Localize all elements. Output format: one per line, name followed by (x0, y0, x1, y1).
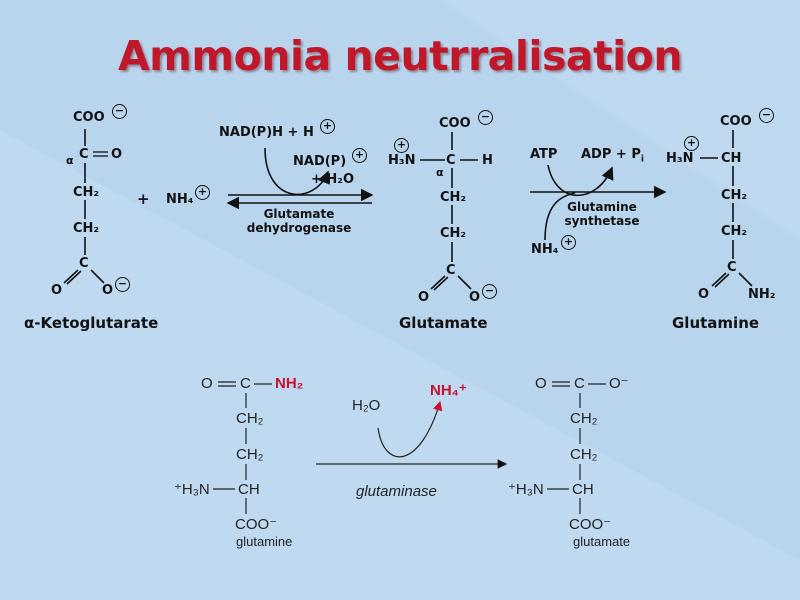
akg-alpha: α (66, 154, 74, 167)
enzyme-gdh-line1: Glutamate (263, 207, 335, 221)
bottom-glu-ch2-2: CH₂ (570, 446, 598, 463)
gln-h3n: H₃N (666, 151, 694, 166)
adp-pi-text: ADP + P (581, 147, 641, 162)
enzyme-gdh-line2: dehydrogenase (246, 221, 352, 236)
bottom-gln-h3n: ⁺H₃N (174, 481, 210, 498)
nadph-h-plus-charge: + (320, 119, 335, 134)
bottom-gln-coo: COO⁻ (235, 516, 278, 533)
atp-cofactor: ATP (530, 147, 558, 162)
glu-coo: COO (439, 116, 471, 131)
glu-o-single: O (469, 290, 481, 305)
bottom-glu-label: glutamate (573, 534, 631, 549)
bottom-water: H₂O (352, 397, 381, 414)
gln-ch2-2: CH₂ (721, 224, 748, 239)
bottom-glu-ch: CH (572, 481, 594, 498)
gln-nh2: NH₂ (748, 287, 776, 302)
gln-o: O (698, 287, 710, 302)
glu-h: H (482, 153, 493, 168)
enzyme-gs-line1: Glutamine (567, 200, 637, 214)
water-product: + H₂O (311, 172, 355, 187)
enzyme-glutaminase: glutaminase (356, 483, 437, 500)
akg-c-alpha: C (79, 147, 89, 162)
enzyme-glutamine-synthetase: Glutamine synthetase (552, 200, 652, 229)
bottom-glu-o: O (535, 375, 547, 392)
akg-ch2-2: CH₂ (73, 221, 100, 236)
akg-coo: COO (73, 110, 105, 125)
glu-label: Glutamate (399, 314, 488, 332)
gs-ammonium-plus-charge: + (561, 235, 576, 250)
bottom-gln-ch2-1: CH₂ (236, 410, 264, 427)
akg-ch2-1: CH₂ (73, 185, 100, 200)
glu-c-alpha: C (446, 153, 456, 168)
glu-ch2-1: CH₂ (440, 190, 467, 205)
slide-title: Ammonia neutrralisation (117, 32, 683, 80)
akg-c-carboxyl: C (79, 256, 89, 271)
bottom-gln-nh2: NH₂ (275, 375, 304, 392)
bottom-gln-ch2-2: CH₂ (236, 446, 264, 463)
glu-o-double: O (418, 290, 430, 305)
bottom-glu-h3n: ⁺H₃N (508, 481, 544, 498)
gln-coo-minus-charge: − (759, 108, 774, 123)
gln-ch: CH (721, 151, 742, 166)
ammonium-reactant: NH₄ (166, 192, 194, 207)
gs-ammonium: NH₄ (531, 242, 559, 257)
bottom-glu-c: C (574, 375, 585, 392)
bottom-gln-label: glutamine (236, 534, 293, 549)
nadp-cofactor: NAD(P) (293, 154, 347, 169)
akg-o-single: O (102, 283, 114, 298)
glu-h3n: H₃N (388, 153, 416, 168)
nadp-plus-charge: + (352, 148, 367, 163)
glu-ch2-2: CH₂ (440, 226, 467, 241)
akg-o-double: O (51, 283, 63, 298)
gln-coo: COO (720, 114, 752, 129)
gln-ch2-1: CH₂ (721, 188, 748, 203)
akg-o-minus-charge: − (115, 277, 130, 292)
pi-subscript: i (640, 154, 644, 165)
akg-coo-minus-charge: − (112, 104, 127, 119)
bottom-glu-coo: COO⁻ (569, 516, 612, 533)
bottom-ammonium-product: NH₄⁺ (430, 382, 467, 399)
plus-sign: + (137, 190, 150, 208)
ammonium-plus-charge: + (195, 185, 210, 200)
gln-c-amide: C (727, 260, 737, 275)
glu-coo-minus-charge: − (478, 110, 493, 125)
glu-amine-plus-charge: + (394, 138, 409, 153)
gln-amine-plus-charge: + (684, 136, 699, 151)
glu-c-carboxyl: C (446, 263, 456, 278)
akg-keto-o: O (111, 147, 123, 162)
bottom-glu-o-minus: O⁻ (609, 375, 629, 392)
glu-alpha: α (436, 166, 444, 179)
gln-label: Glutamine (672, 314, 760, 332)
glu-o-minus-charge: − (482, 284, 497, 299)
enzyme-gs-line2: synthetase (564, 214, 640, 229)
enzyme-glutamate-dehydrogenase: Glutamate dehydrogenase (227, 207, 371, 236)
bottom-gln-c: C (240, 375, 251, 392)
bottom-glu-ch2-1: CH₂ (570, 410, 598, 427)
bottom-gln-o: O (201, 375, 213, 392)
bottom-gln-ch: CH (238, 481, 260, 498)
akg-label: α-Ketoglutarate (24, 314, 159, 332)
nadph-cofactor: NAD(P)H + H (219, 125, 314, 140)
adp-pi-product: ADP + Pi (581, 148, 644, 165)
